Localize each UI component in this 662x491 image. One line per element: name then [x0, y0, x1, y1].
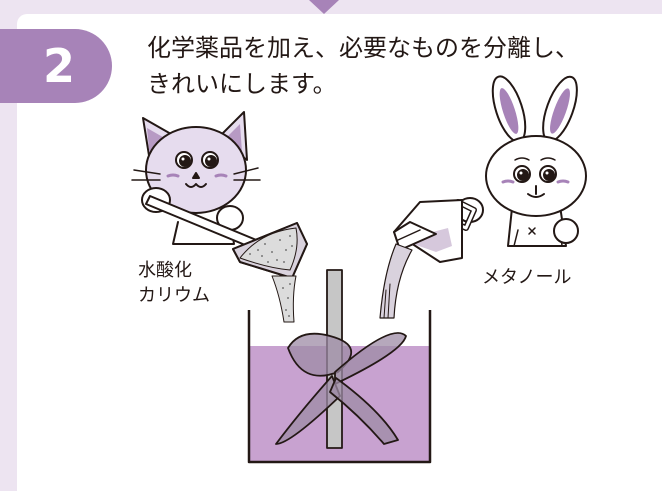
step-number: 2 [43, 39, 76, 93]
stirrer-icon [275, 269, 407, 449]
step-description-line1: 化学薬品を加え、必要なものを分離し、 [147, 34, 579, 62]
top-pointer [309, 0, 339, 14]
step-description-line2: きれいにします。 [147, 70, 337, 98]
step-description: 化学薬品を加え、必要なものを分離し、 きれいにします。 [147, 30, 579, 102]
step-badge [0, 29, 112, 103]
rabbit-character [456, 75, 587, 247]
cat-character [131, 111, 261, 245]
label-potassium-hydroxide-line1: 水酸化 [138, 260, 192, 281]
scoop-icon [145, 195, 308, 323]
label-methanol: メタノール [482, 267, 572, 288]
label-potassium-hydroxide: 水酸化 カリウム [138, 258, 210, 308]
pitcher-icon [379, 199, 477, 319]
label-potassium-hydroxide-line2: カリウム [138, 285, 210, 306]
